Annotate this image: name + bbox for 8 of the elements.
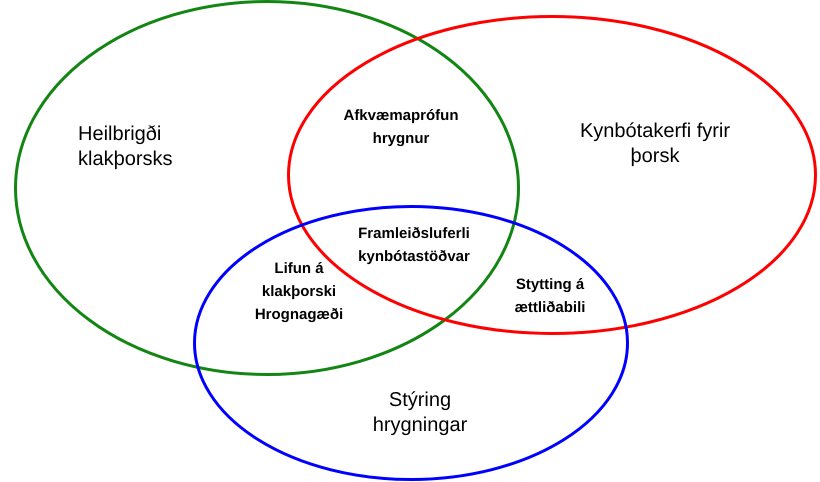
overlap-label: Lifun á klakþorski — [260, 259, 338, 302]
overlap-label: Afkvæmaprófun hrygnur — [342, 106, 460, 149]
overlap-label: Stytting á ættliðabili — [514, 275, 586, 318]
overlap-label: Framleiðsluferli kynbótastöðvar — [357, 224, 471, 267]
set-label: Kynbótakerfi fyrir þorsk — [578, 119, 732, 169]
set-label: Heilbrigði klakþorsks — [78, 122, 174, 172]
set-label: Stýring hrygningar — [372, 388, 468, 438]
overlap-label: Hrognagæði — [254, 305, 344, 325]
